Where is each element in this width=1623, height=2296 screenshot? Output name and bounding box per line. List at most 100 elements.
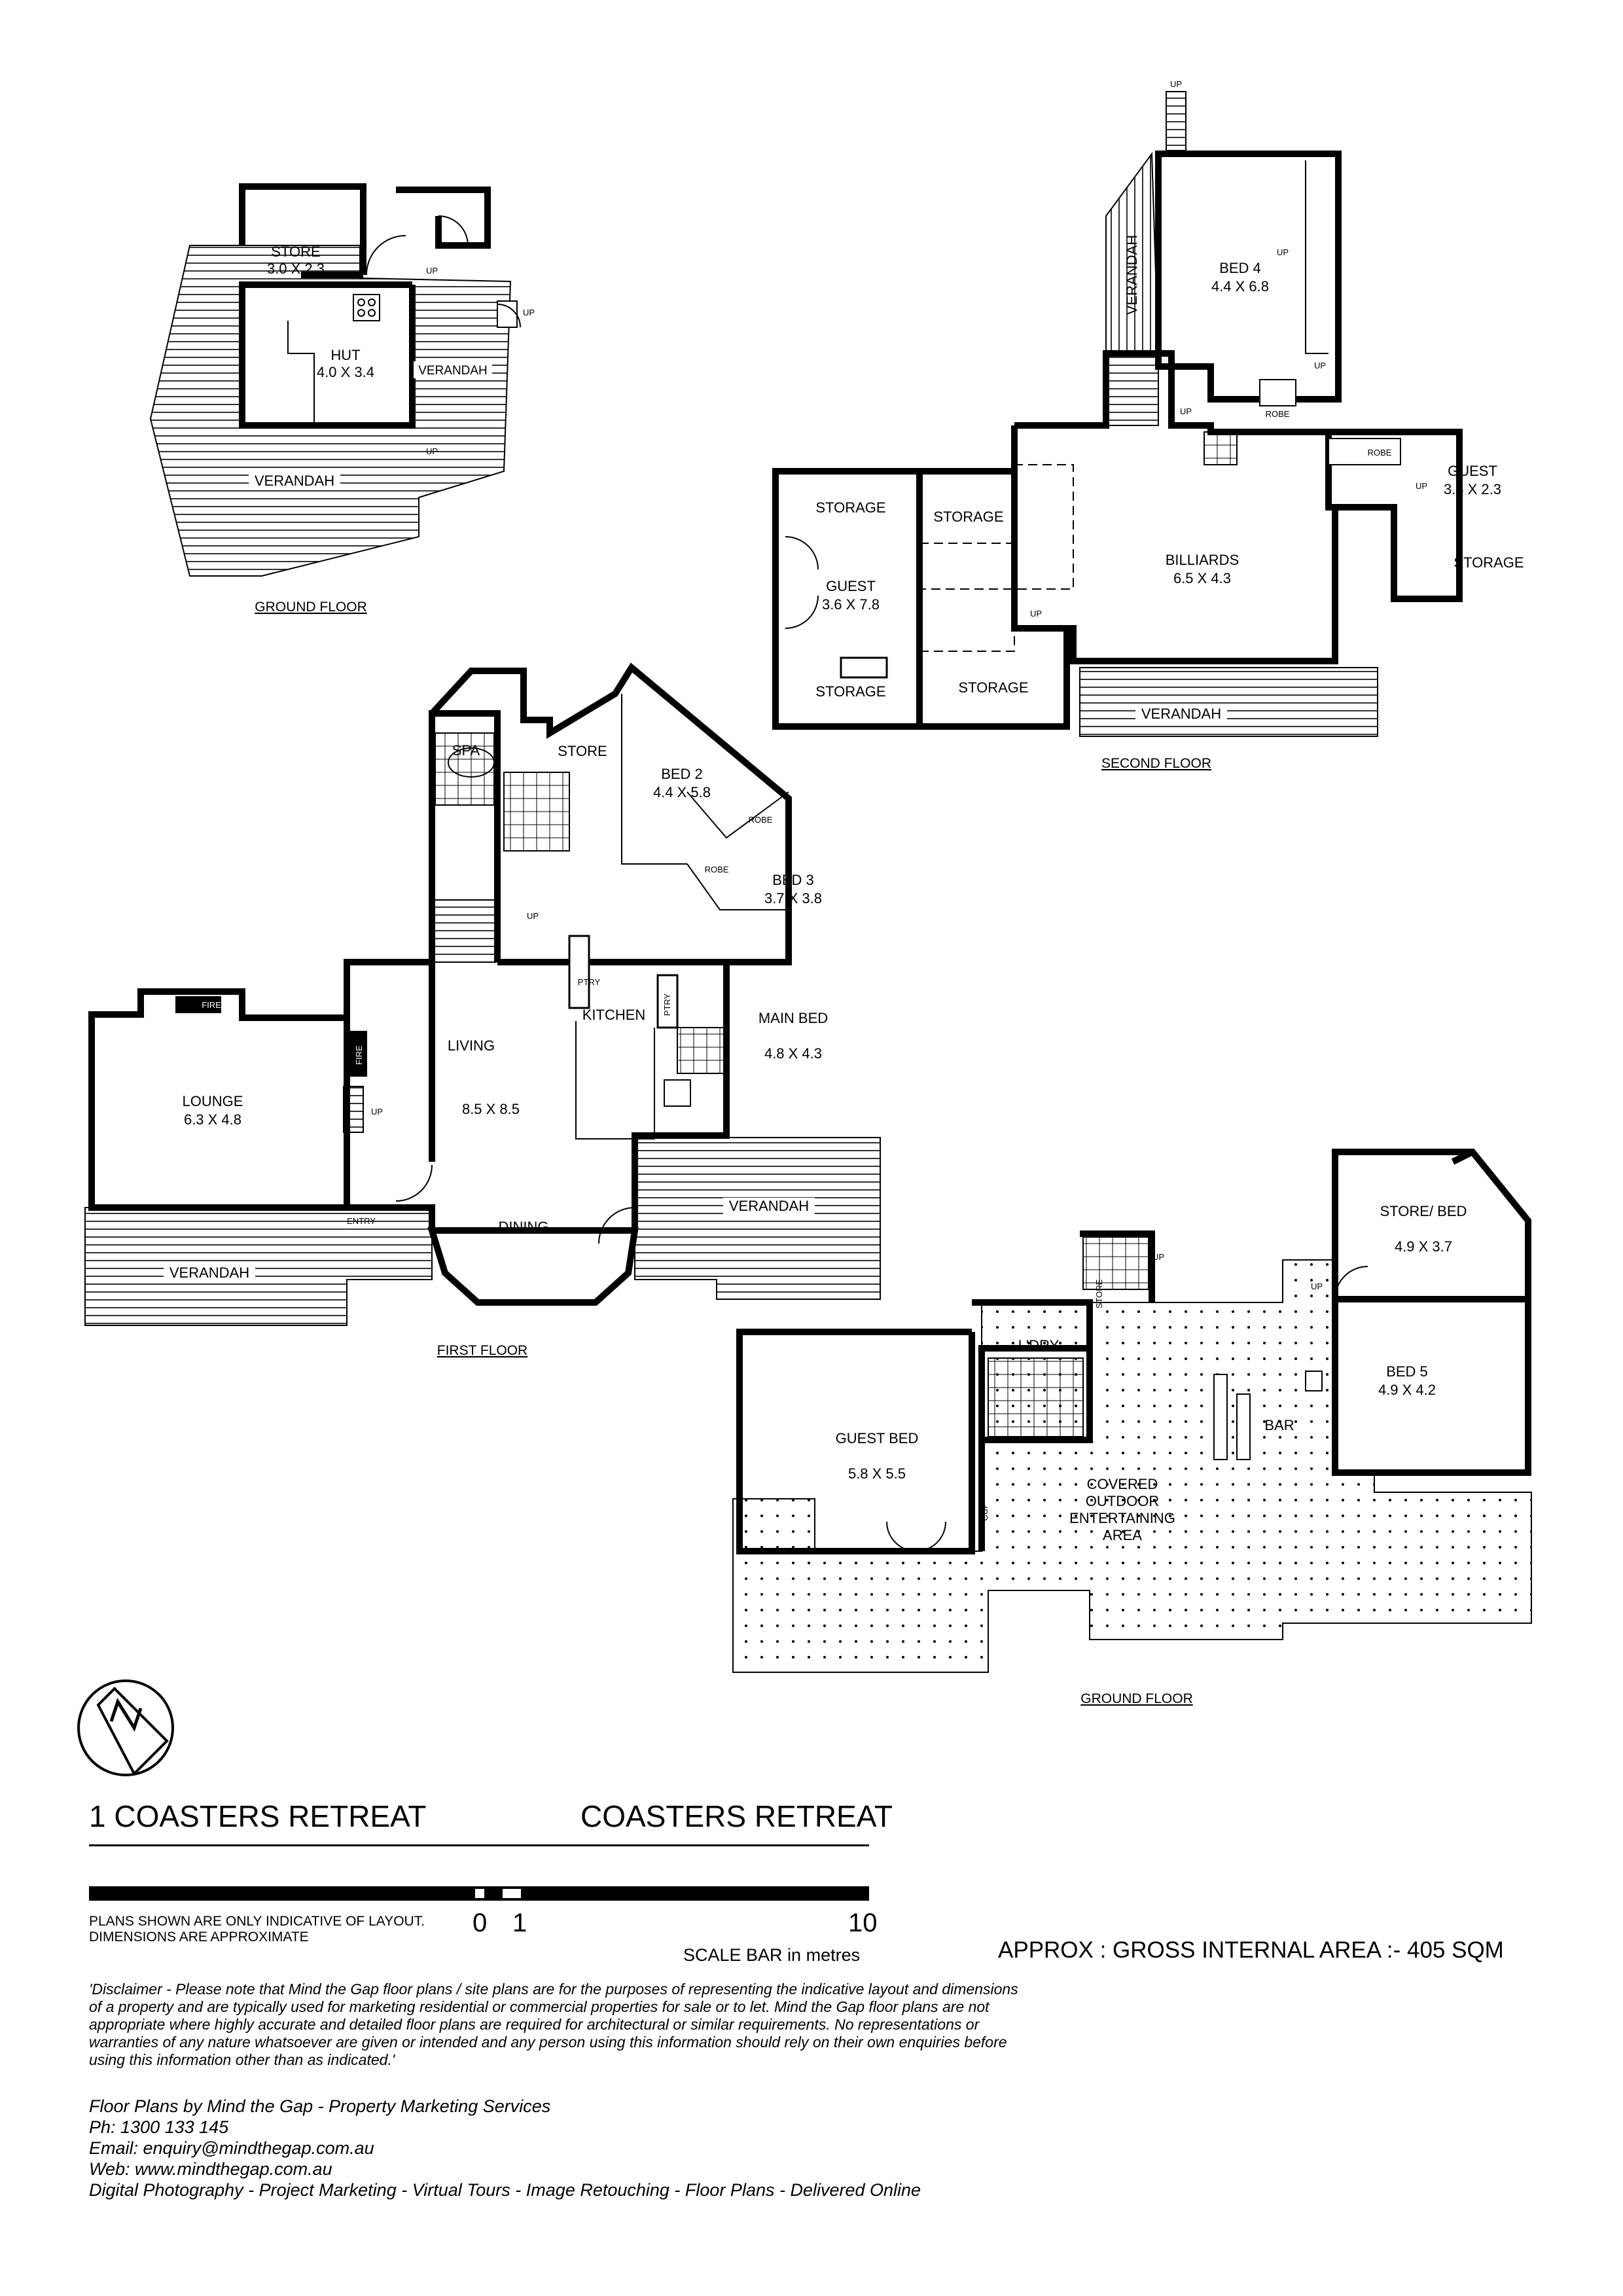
first-right-verandah — [634, 1137, 881, 1300]
gross-area: APPROX : GROSS INTERNAL AREA :- 405 SQM — [998, 1937, 1504, 1963]
spa-label: SPA — [452, 742, 480, 759]
store-bed-name-1: STORE/ BED — [1380, 1203, 1467, 1219]
title-divider — [89, 1844, 869, 1846]
lower-ground-floor-plan: STORE/ BED 4.9 X 3.7 BED 5 4.9 X 4.2 GUE… — [732, 1149, 1532, 1706]
hut-up-label-1: UP — [426, 266, 438, 276]
guest-bed-walls — [736, 1329, 975, 1554]
guest-east-up: UP — [1416, 481, 1427, 491]
north-arrow — [77, 1679, 174, 1776]
first-main-walls — [88, 959, 435, 1211]
billiards-name: BILLIARDS — [1166, 552, 1240, 568]
guest-west-name: GUEST — [826, 578, 876, 594]
storage-label-1: STORAGE — [815, 499, 885, 516]
bed4-walls — [1155, 151, 1342, 403]
lower-store-label: STORE — [1094, 1279, 1104, 1308]
hut-ground-floor-plan: STORE 3.0 X 2.3 HUT 4.0 X 3.4 VERANDAH V… — [149, 183, 535, 615]
footer-phone: Ph: 1300 133 145 — [89, 2117, 229, 2137]
second-floor-plan: UP BED 4 4.4 X 6.8 STORAGE STORAGE GUEST… — [772, 79, 1524, 771]
lounge-name: LOUNGE — [183, 1093, 243, 1109]
bed2-dims: 4.4 X 5.8 — [653, 784, 711, 800]
hut-name: HUT — [330, 347, 360, 363]
lower-up-store: UP — [1152, 1252, 1164, 1262]
footer-email: Email: enquiry@mindthegap.com.au — [89, 2138, 374, 2158]
second-bottom-verandah — [1079, 667, 1378, 737]
first-left-verandah — [84, 1207, 433, 1326]
guest-east-dims: 3.3 X 2.3 — [1444, 481, 1501, 497]
first-left-verandah-label: VERANDAH — [169, 1265, 249, 1281]
scale-bar — [89, 1886, 869, 1901]
hut-side-verandah-label: VERANDAH — [418, 364, 488, 378]
entry-label: ENTRY — [347, 1216, 376, 1226]
guest-west-dims: 3.6 X 7.8 — [822, 596, 880, 613]
billiards-dims: 6.5 X 4.3 — [1173, 570, 1231, 586]
pantry-label-1: PTRY — [578, 977, 601, 987]
disclaimer-text: 'Disclaimer - Please note that Mind the … — [89, 1981, 1018, 2068]
second-up-top: UP — [1170, 79, 1182, 89]
bed5-walls — [1332, 1299, 1531, 1476]
second-vertical-verandah-label: VERANDAH — [1124, 235, 1140, 315]
second-floor-caption: SECOND FLOOR — [1101, 756, 1211, 771]
hut-floor-caption: GROUND FLOOR — [255, 600, 367, 615]
store-bed-dims: 4.9 X 3.7 — [1395, 1238, 1452, 1255]
west-storage-walls — [772, 468, 1070, 730]
footer-block: Floor Plans by Mind the Gap - Property M… — [89, 2096, 921, 2200]
hut-store-dims: 3.0 X 2.3 — [267, 260, 325, 277]
dining-bay — [427, 1227, 639, 1306]
covered-label-4: AREA — [1103, 1527, 1142, 1543]
scale-zero: 0 — [473, 1909, 488, 1937]
suburb-title: COASTERS RETREAT — [580, 1799, 893, 1833]
storage-label-2: STORAGE — [933, 509, 1003, 525]
fire-label-1: FIRE — [202, 1000, 221, 1010]
scale-one: 1 — [512, 1909, 527, 1937]
main-bed-name: MAIN BED — [758, 1010, 828, 1026]
pantry-label-2: PTRY — [662, 993, 672, 1016]
first-floor-plan: SPA STORE BED 2 4.4 X 5.8 BED 3 3.7 X 3.… — [84, 662, 881, 1358]
hut-up-label-2: UP — [523, 308, 535, 317]
dining-label: DINING — [499, 1219, 549, 1235]
lower-up-bed: UP — [1311, 1282, 1323, 1291]
first-robe-1: ROBE — [749, 815, 773, 825]
main-bed-dims: 4.8 X 4.3 — [764, 1045, 822, 1062]
second-up-storage: UP — [1030, 609, 1042, 619]
address-title: 1 COASTERS RETREAT — [89, 1799, 427, 1833]
hut-main-verandah-label: VERANDAH — [255, 473, 334, 489]
living-dims: 8.5 X 8.5 — [462, 1101, 520, 1117]
footer-web: Web: www.mindthegap.com.au — [89, 2159, 332, 2179]
lower-room-labels: STORE/ BED 4.9 X 3.7 BED 5 4.9 X 4.2 GUE… — [836, 1203, 1467, 1543]
hut-up-label-3: UP — [426, 446, 438, 456]
covered-label-3: ENTERTAINING — [1069, 1510, 1175, 1526]
store-label: STORE — [558, 743, 607, 759]
first-robe-2: ROBE — [705, 865, 729, 874]
bed4-up-a: UP — [1277, 247, 1289, 257]
scale-ten: 10 — [848, 1909, 878, 1937]
living-name: LIVING — [448, 1037, 495, 1054]
second-bottom-verandah-label: VERANDAH — [1141, 706, 1221, 722]
bed4-name: BED 4 — [1219, 260, 1261, 276]
first-up-stair: UP — [527, 911, 539, 921]
second-up-stair: UP — [1180, 406, 1192, 416]
storage-label-3: STORAGE — [815, 683, 885, 700]
second-robe-2: ROBE — [1368, 448, 1392, 457]
kitchen-label: KITCHEN — [582, 1007, 646, 1023]
bed4-dims: 4.4 X 6.8 — [1211, 278, 1269, 295]
second-room-labels: BED 4 4.4 X 6.8 STORAGE STORAGE GUEST 3.… — [815, 235, 1524, 723]
layout-note-1: PLANS SHOWN ARE ONLY INDICATIVE OF LAYOU… — [89, 1914, 425, 1929]
bar-label: BAR — [1264, 1417, 1294, 1433]
lower-floor-caption: GROUND FLOOR — [1080, 1691, 1193, 1706]
covered-label-1: COVERED — [1087, 1476, 1158, 1492]
guest-east-name: GUEST — [1448, 463, 1497, 479]
first-room-labels: SPA STORE BED 2 4.4 X 5.8 BED 3 3.7 X 3.… — [164, 742, 828, 1282]
first-right-verandah-label: VERANDAH — [729, 1198, 809, 1214]
hut-dims: 4.0 X 3.4 — [317, 364, 374, 380]
guest-bed-name: GUEST BED — [836, 1430, 919, 1446]
bed5-dims: 4.9 X 4.2 — [1378, 1382, 1436, 1398]
hut-walls — [239, 281, 416, 429]
bed2-name: BED 2 — [661, 766, 703, 782]
store-bed-walls — [1332, 1149, 1531, 1302]
lounge-dims: 6.3 X 4.8 — [184, 1111, 241, 1128]
storage-label-5: STORAGE — [1454, 554, 1524, 571]
footer-services: Digital Photography - Project Marketing … — [89, 2180, 921, 2200]
bed3-dims: 3.7 X 3.8 — [764, 890, 822, 906]
hut-store-walls — [239, 183, 366, 275]
footer-company: Floor Plans by Mind the Gap - Property M… — [89, 2096, 551, 2116]
